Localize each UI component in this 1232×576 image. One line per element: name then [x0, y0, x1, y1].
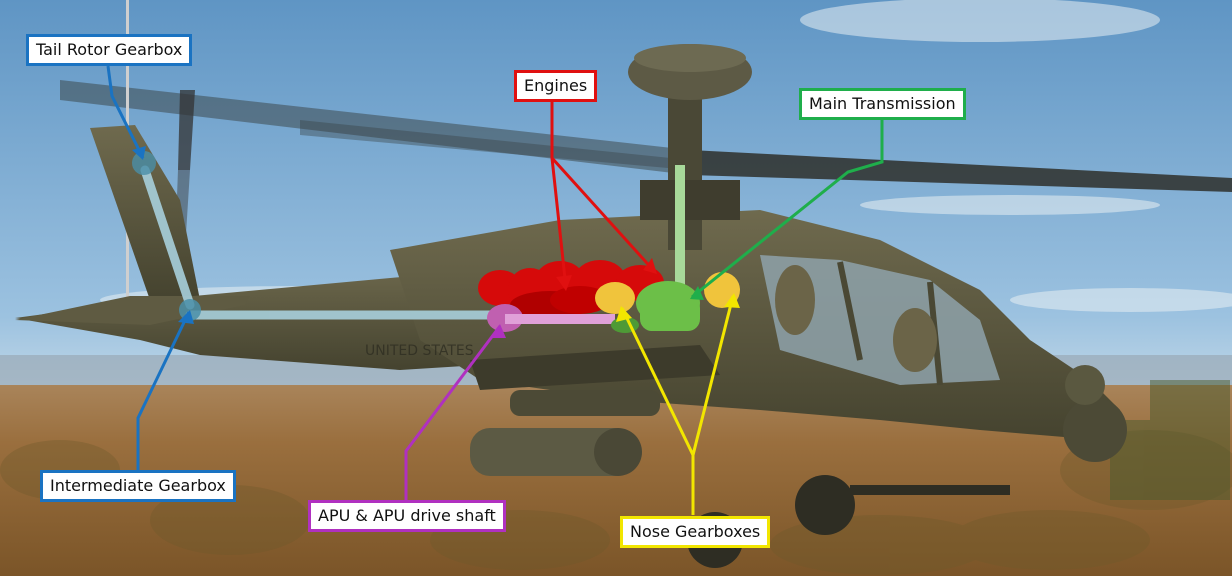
- missile-rails: [510, 390, 660, 416]
- apu-blob: [487, 304, 615, 332]
- main-transmission-label: Main Transmission: [799, 88, 966, 120]
- pilots: [775, 265, 937, 372]
- nose-gearboxes-label: Nose Gearboxes: [620, 516, 771, 548]
- sensor-turret: [1063, 398, 1127, 462]
- airframe-text: UNITED STATES: [365, 343, 474, 359]
- canopy: [760, 255, 1000, 385]
- tail-rotor-gearbox-label: Tail Rotor Gearbox: [26, 34, 193, 66]
- tail-rotor-gearbox-leader: [106, 65, 145, 159]
- nose-gearbox-leader-right: [691, 295, 735, 456]
- intermediate-gearbox-leader: [136, 311, 191, 470]
- sensor-turret-top: [1065, 365, 1105, 405]
- main-rotor-blades: [60, 80, 1232, 192]
- rotor-hub: [640, 180, 740, 220]
- rocket-pod: [470, 428, 635, 476]
- engines-label: Engines: [514, 70, 598, 102]
- apu-leader: [404, 325, 502, 500]
- rocket-pod-face: [594, 428, 642, 476]
- arrowheads: [132, 146, 740, 338]
- tail-rotor-gearbox-blob: [132, 151, 156, 175]
- intermediate-gearbox-label: Intermediate Gearbox: [40, 470, 236, 502]
- radar-dome-top: [634, 44, 746, 72]
- apu-label: APU & APU drive shaft: [308, 500, 506, 532]
- main-transmission-leader: [691, 120, 884, 299]
- engines-leader-right: [550, 156, 657, 274]
- drive-shaft-highlights: [140, 165, 505, 320]
